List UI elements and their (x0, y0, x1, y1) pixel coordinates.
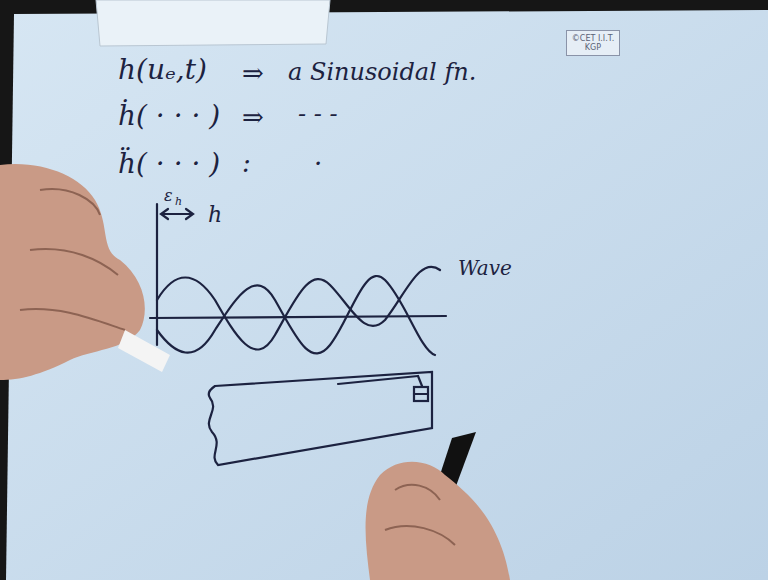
function-expression: h(uₑ,t) (118, 56, 207, 84)
dash-marks: - - - (298, 102, 338, 126)
lecturer-hand (0, 164, 170, 380)
implies-symbol: ⇒ (242, 104, 264, 130)
lecturer-hand (366, 432, 510, 580)
note-text: a Sinusoidal fn. (288, 60, 476, 84)
dot-mark: · (314, 150, 322, 176)
paper-tab (96, 0, 330, 46)
function-expression: ḧ( · · · ) (118, 150, 220, 178)
stamp-text: ©CET I.I.T. KGP (571, 34, 615, 52)
amplitude-symbol: ε (164, 188, 173, 204)
wave-height-label: h (208, 204, 222, 226)
implies-symbol: ⇒ (242, 60, 264, 86)
copyright-stamp: ©CET I.I.T. KGP (566, 30, 620, 56)
colon-mark: : (242, 150, 251, 176)
subscript-symbol: h (175, 196, 182, 207)
wave-label: Wave (458, 258, 512, 278)
function-expression: ḣ( · · · ) (118, 102, 220, 130)
